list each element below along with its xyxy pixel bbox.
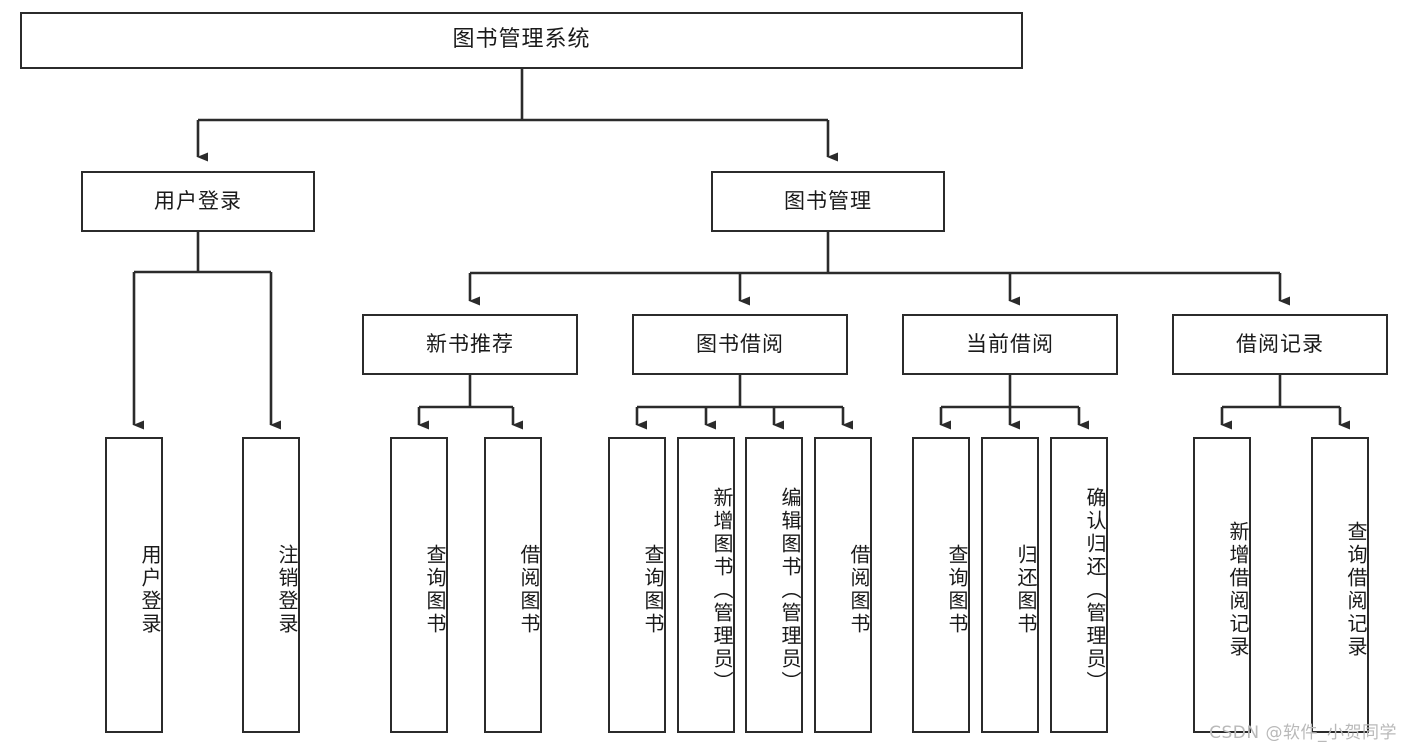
- leaf-book-borrow-add[interactable]: 新增图书（管理员）: [677, 437, 735, 733]
- node-label: 查询图书: [423, 544, 447, 636]
- node-label: 查询图书: [945, 544, 969, 636]
- leaf-current-borrow-return[interactable]: 归还图书: [981, 437, 1039, 733]
- leaf-book-borrow-edit[interactable]: 编辑图书（管理员）: [745, 437, 803, 733]
- node-root-book-management-system[interactable]: 图书管理系统: [20, 12, 1023, 69]
- leaf-current-borrow-query[interactable]: 查询图书: [912, 437, 970, 733]
- node-label: 借阅图书: [847, 544, 871, 636]
- node-label: 借阅图书: [517, 544, 541, 636]
- node-label: 归还图书: [1014, 544, 1038, 636]
- node-label: 新书推荐: [426, 331, 514, 356]
- node-user-login[interactable]: 用户登录: [81, 171, 315, 232]
- node-label: 用户登录: [154, 188, 242, 213]
- leaf-user-login-logout[interactable]: 注销登录: [242, 437, 300, 733]
- node-borrowing-record[interactable]: 借阅记录: [1172, 314, 1388, 375]
- leaf-user-login-login[interactable]: 用户登录: [105, 437, 163, 733]
- node-new-book-recommendation[interactable]: 新书推荐: [362, 314, 578, 375]
- node-label: 注销登录: [275, 544, 299, 636]
- leaf-current-borrow-confirm-return[interactable]: 确认归还（管理员）: [1050, 437, 1108, 733]
- node-label: 确认归还（管理员）: [1083, 486, 1107, 694]
- leaf-new-book-borrow[interactable]: 借阅图书: [484, 437, 542, 733]
- leaf-book-borrow-query[interactable]: 查询图书: [608, 437, 666, 733]
- node-label: 查询借阅记录: [1344, 521, 1368, 659]
- node-label: 图书管理: [784, 188, 872, 213]
- leaf-book-borrow-borrow[interactable]: 借阅图书: [814, 437, 872, 733]
- node-label: 当前借阅: [966, 331, 1054, 356]
- leaf-borrow-record-add[interactable]: 新增借阅记录: [1193, 437, 1251, 733]
- node-label: 新增借阅记录: [1226, 521, 1250, 659]
- node-label: 新增图书（管理员）: [710, 486, 734, 694]
- node-label: 查询图书: [641, 544, 665, 636]
- node-label: 借阅记录: [1236, 331, 1324, 356]
- node-label: 图书管理系统: [452, 27, 591, 53]
- node-label: 图书借阅: [696, 331, 784, 356]
- leaf-borrow-record-query[interactable]: 查询借阅记录: [1311, 437, 1369, 733]
- leaf-new-book-query[interactable]: 查询图书: [390, 437, 448, 733]
- node-current-borrowing[interactable]: 当前借阅: [902, 314, 1118, 375]
- node-book-management[interactable]: 图书管理: [711, 171, 945, 232]
- node-label: 用户登录: [138, 544, 162, 636]
- node-label: 编辑图书（管理员）: [778, 486, 802, 694]
- node-book-borrowing[interactable]: 图书借阅: [632, 314, 848, 375]
